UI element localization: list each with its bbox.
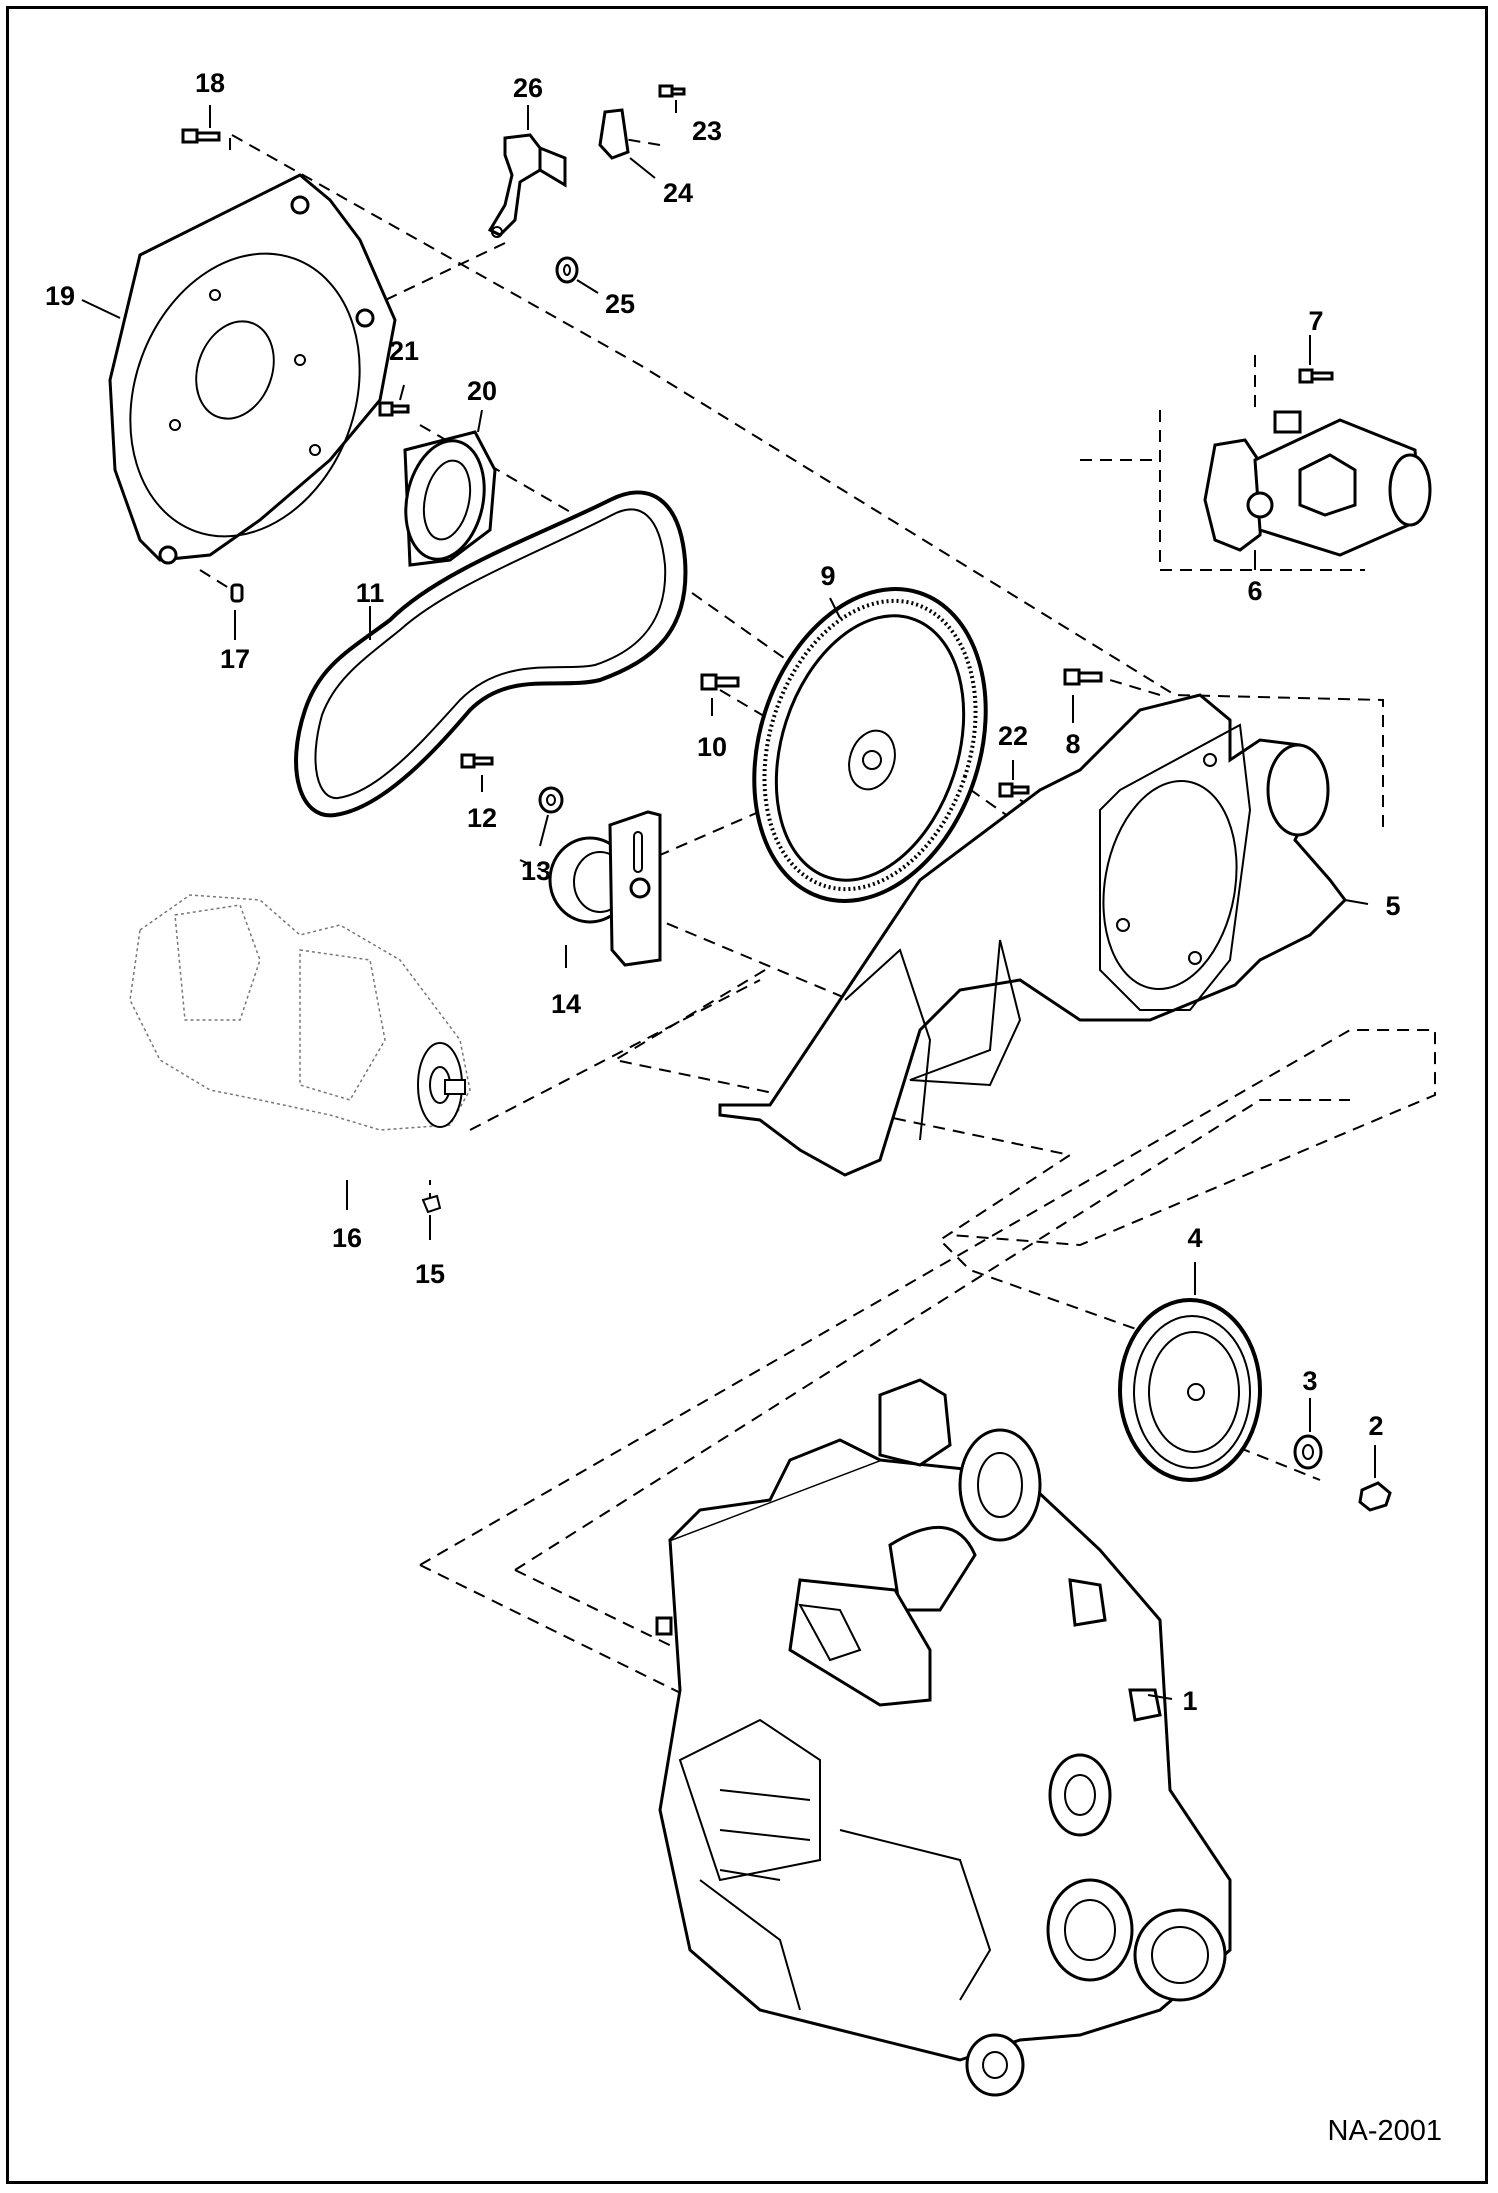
callout-7: 7 — [1308, 306, 1323, 336]
part-11-drive-belt — [294, 490, 688, 818]
callout-12: 12 — [467, 803, 497, 833]
part-9-flywheel — [752, 587, 988, 903]
callout-26: 26 — [513, 73, 543, 103]
callout-4: 4 — [1187, 1223, 1202, 1253]
part-8-bolt — [1063, 668, 1103, 686]
part-16-hydraulic-pump — [129, 894, 471, 1131]
part-20-seal-housing — [403, 430, 497, 567]
callout-21: 21 — [389, 336, 419, 366]
callout-18: 18 — [195, 68, 225, 98]
part-12-bolt — [460, 753, 494, 769]
callout-1: 1 — [1182, 1686, 1197, 1716]
part-10-bolt — [700, 673, 740, 691]
callout-13: 13 — [521, 856, 551, 886]
callout-25: 25 — [605, 289, 635, 319]
callout-15: 15 — [415, 1259, 445, 1289]
part-4-crank-pulley — [1118, 1298, 1262, 1482]
callout-22: 22 — [998, 721, 1028, 751]
callout-2: 2 — [1368, 1411, 1383, 1441]
callout-3: 3 — [1302, 1366, 1317, 1396]
part-13-washer — [538, 786, 564, 814]
callout-6: 6 — [1247, 576, 1262, 606]
callout-20: 20 — [467, 376, 497, 406]
callout-10: 10 — [697, 732, 727, 762]
part-22-bolt — [998, 782, 1030, 798]
part-1-engine — [655, 1378, 1232, 2097]
part-18-bolt — [181, 128, 221, 144]
drawing-code: NA-2001 — [1328, 2115, 1442, 2147]
part-7-bolt — [1298, 368, 1334, 384]
leader-lines — [81, 100, 1376, 1700]
callout-17: 17 — [220, 644, 250, 674]
part-15-key — [421, 1194, 442, 1214]
callout-11: 11 — [356, 578, 385, 608]
part-25-washer — [555, 256, 579, 284]
callout-19: 19 — [45, 281, 75, 311]
callout-labels: 18 19 17 26 23 24 25 21 20 11 9 10 12 13… — [45, 68, 1401, 1716]
callout-8: 8 — [1065, 729, 1080, 759]
callout-14: 14 — [551, 989, 581, 1019]
callout-16: 16 — [332, 1223, 362, 1253]
part-3-washer — [1293, 1434, 1323, 1470]
callout-24: 24 — [663, 178, 693, 208]
part-26-bracket — [487, 133, 567, 238]
part-21-bolt — [378, 401, 410, 417]
part-24-clamp — [598, 108, 630, 160]
part-19-housing-cover — [108, 173, 397, 565]
callout-9: 9 — [820, 561, 835, 591]
part-6-starter-motor — [1203, 410, 1432, 557]
callout-23: 23 — [692, 116, 722, 146]
part-14-belt-tensioner — [548, 810, 662, 967]
part-17-dowel-pin — [230, 583, 244, 603]
callout-5: 5 — [1385, 891, 1400, 921]
part-23-bolt — [658, 84, 686, 98]
part-2-nut — [1358, 1481, 1392, 1512]
assembly-guide-lines — [199, 130, 1436, 1706]
part-5-gear-housing — [718, 693, 1347, 1177]
